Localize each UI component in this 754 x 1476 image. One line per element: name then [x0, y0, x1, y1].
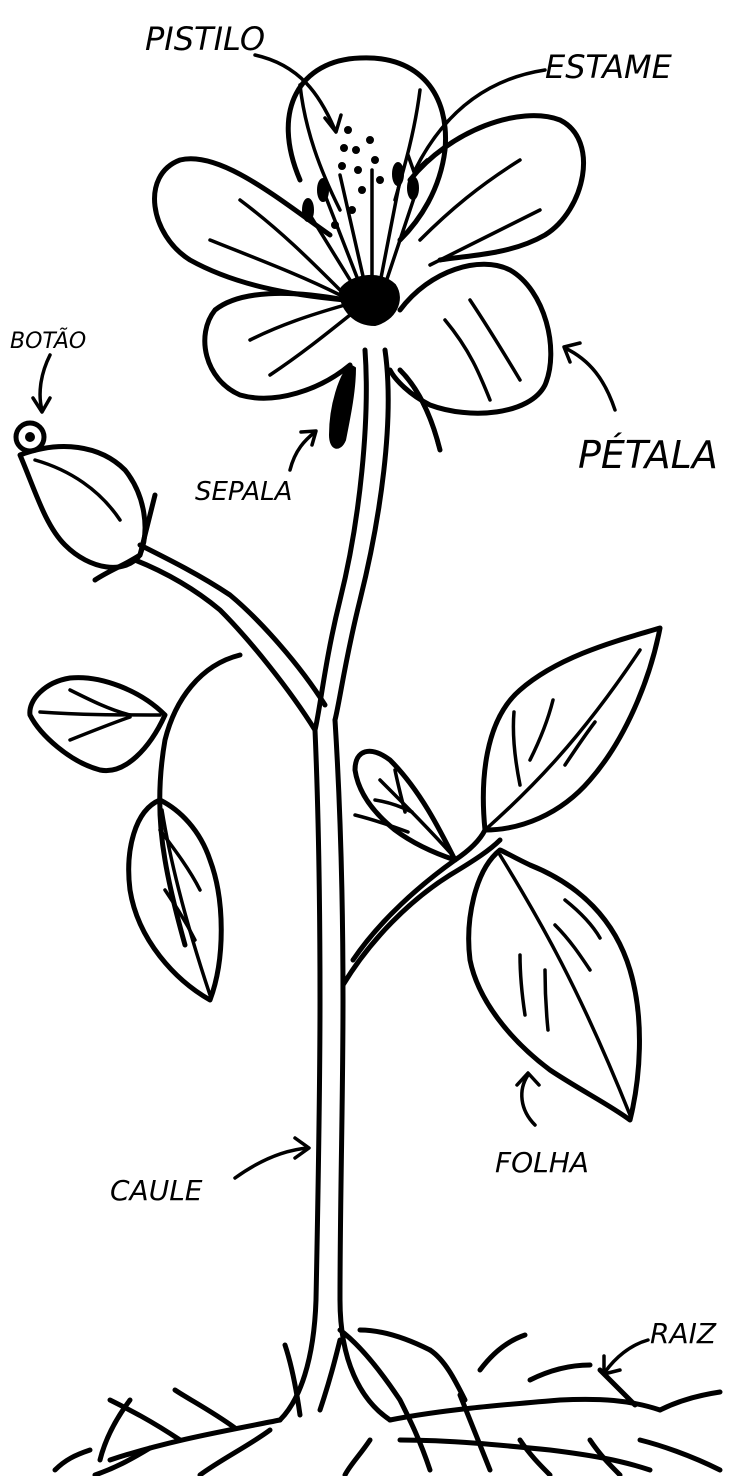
right-branch	[343, 628, 660, 1120]
sepala-arrow	[290, 432, 315, 470]
flower	[155, 58, 584, 450]
caule-arrow	[235, 1148, 308, 1178]
label-pistilo: PISTILO	[145, 20, 265, 58]
label-estame: ESTAME	[545, 48, 673, 86]
label-caule: CAULE	[110, 1174, 203, 1207]
left-branch	[30, 655, 240, 1000]
bud-branch	[16, 423, 325, 730]
label-raiz: RAIZ	[650, 1317, 717, 1350]
roots	[55, 1330, 720, 1475]
petal-left-upper	[155, 159, 345, 300]
sepal-right	[400, 370, 440, 450]
label-botao: BOTÃO	[10, 327, 86, 354]
folha-arrow	[522, 1075, 535, 1125]
petala-arrow	[565, 348, 615, 410]
label-petala: PÉTALA	[578, 433, 718, 477]
raiz-arrow	[605, 1340, 648, 1372]
label-sepala: SEPALA	[195, 477, 292, 507]
stem	[280, 350, 390, 1420]
label-folha: FOLHA	[495, 1146, 589, 1179]
bud	[20, 447, 145, 568]
leaf-upper-left	[30, 678, 165, 771]
